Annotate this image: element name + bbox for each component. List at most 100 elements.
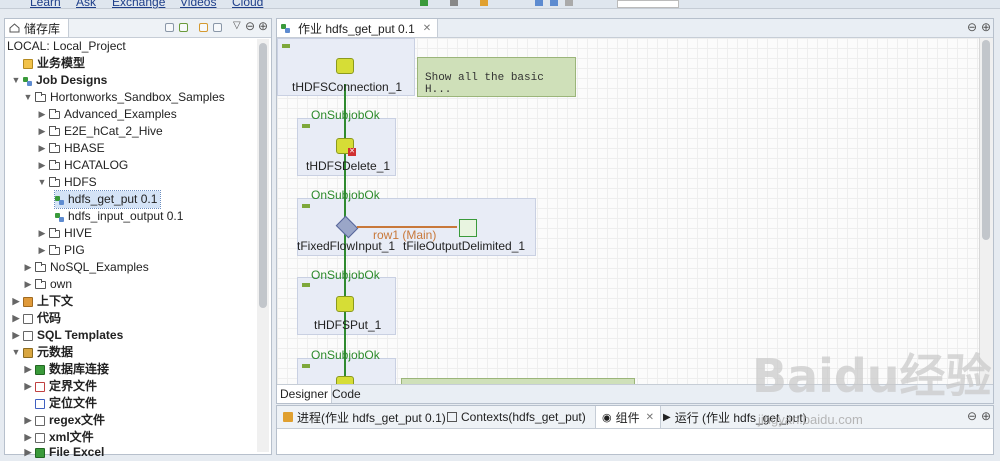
expand-arrow-icon[interactable]: ▼ [23,92,33,102]
maximize-icon[interactable]: ⊕ [258,19,269,33]
design-canvas[interactable]: Show all the basic H... ✕ row1 (Main) tH… [277,38,979,384]
tree-item-own[interactable]: ▶ own [23,276,72,293]
maximize-icon[interactable]: ⊕ [981,409,992,423]
collapse-icon[interactable] [165,23,174,32]
repository-scrollbar[interactable] [257,39,269,452]
link-icon[interactable] [213,23,222,32]
hdfs-put-icon[interactable] [336,296,354,312]
file-output-delimited-icon[interactable] [459,219,477,237]
tree-item-business-models[interactable]: 业务模型 [11,55,85,72]
next-component-icon[interactable] [336,376,354,384]
minimize-icon[interactable]: ⊖ [245,19,256,33]
expand-arrow-icon[interactable]: ▼ [37,177,47,187]
tree-item-hdfs-input-output[interactable]: hdfs_input_output 0.1 [55,208,183,225]
tree-item-regex-files[interactable]: ▶ regex文件 [23,412,106,429]
tool-icon[interactable] [450,0,458,6]
videos-link[interactable]: Videos [180,0,217,9]
tree-item-sql-templates[interactable]: ▶ SQL Templates [11,327,124,344]
tree-item-hbase[interactable]: ▶ HBASE [37,140,105,157]
component-label[interactable]: tHDFSConnection_1 [292,80,403,94]
collapse-arrow-icon[interactable]: ▶ [24,279,32,289]
trigger-label[interactable]: OnSubjobOk [311,188,380,202]
tree-item-nosql-examples[interactable]: ▶ NoSQL_Examples [23,259,149,276]
tree-item-code[interactable]: ▶ 代码 [11,310,61,327]
component-label[interactable]: tHDFSPut_1 [314,318,382,332]
run-icon[interactable] [420,0,428,6]
collapse-arrow-icon[interactable]: ▶ [12,330,20,340]
tree-item-hdfs[interactable]: ▼ HDFS [37,174,97,191]
hdfs-connection-icon[interactable] [336,58,354,74]
canvas-scrollbar[interactable] [979,38,993,384]
tab-run[interactable]: ▶ 运行 (作业 hdfs_get_put) [657,406,813,428]
expand-arrow-icon[interactable]: ▼ [11,75,21,85]
scrollbar-thumb[interactable] [982,40,990,240]
tree-label: SQL Templates [37,328,124,342]
learn-link[interactable]: Learn [30,0,61,9]
collapse-arrow-icon[interactable]: ▶ [24,447,32,457]
note-2[interactable] [401,378,635,384]
component-label[interactable]: tFileOutputDelimited_1 [403,239,526,253]
tree-item-hive[interactable]: ▶ HIVE [37,225,92,242]
view-menu-icon[interactable]: ▽ [233,20,241,31]
tree-item-pig[interactable]: ▶ PIG [37,242,85,259]
trigger-label[interactable]: OnSubjobOk [311,348,380,362]
subjob-marker [282,44,290,48]
tree-item-hcatalog[interactable]: ▶ HCATALOG [37,157,129,174]
collapse-arrow-icon[interactable]: ▶ [12,296,20,306]
repository-header: 储存库 ▽ ⊖ ⊕ [5,19,271,38]
trigger-label[interactable]: OnSubjobOk [311,268,380,282]
expand-arrow-icon[interactable]: ▼ [11,347,21,357]
trigger-label[interactable]: OnSubjobOk [311,108,380,122]
edit-icon[interactable] [480,0,488,6]
tree-item-delimited-files[interactable]: ▶ 定界文件 [23,378,97,395]
tree-item-hdfs-get-put[interactable]: hdfs_get_put 0.1 [53,190,162,209]
search-input[interactable] [617,0,679,8]
collapse-arrow-icon[interactable]: ▶ [38,143,46,153]
nav-icon[interactable] [565,0,573,6]
ask-link[interactable]: Ask [76,0,97,9]
exchange-link[interactable]: Exchange [112,0,166,9]
scrollbar-thumb[interactable] [259,43,267,308]
tab-process[interactable]: 进程(作业 hdfs_get_put 0.1) [277,406,452,428]
collapse-arrow-icon[interactable]: ▶ [38,109,46,119]
row-connection-line[interactable] [357,226,457,228]
collapse-arrow-icon[interactable]: ▶ [24,262,32,272]
tree-item-hortonworks-samples[interactable]: ▼ Hortonworks_Sandbox_Samples [23,89,225,106]
collapse-arrow-icon[interactable]: ▶ [24,415,32,425]
job-editor-tab[interactable]: 作业 hdfs_get_put 0.1 ✕ [277,19,439,37]
save-icon[interactable] [535,0,543,6]
tree-item-metadata[interactable]: ▼ 元数据 [11,344,73,361]
collapse-arrow-icon[interactable]: ▶ [24,364,32,374]
tree-item-job-designs[interactable]: ▼ Job Designs [11,72,108,89]
maximize-icon[interactable]: ⊕ [981,20,992,34]
filter-icon[interactable] [179,23,188,32]
export-icon[interactable] [550,0,558,6]
close-icon[interactable]: ✕ [645,411,655,423]
tree-item-advanced-examples[interactable]: ▶ Advanced_Examples [37,106,177,123]
tab-components[interactable]: ◉ 组件 ✕ [595,406,662,428]
note[interactable]: Show all the basic H... [417,57,576,97]
collapse-arrow-icon[interactable]: ▶ [38,228,46,238]
tree-item-positional-files[interactable]: 定位文件 [35,395,97,412]
tree-item-db-connections[interactable]: ▶ 数据库连接 [23,361,109,378]
minimize-icon[interactable]: ⊖ [967,409,978,423]
close-icon[interactable]: ✕ [422,22,432,34]
collapse-arrow-icon[interactable]: ▶ [24,381,32,391]
tab-designer[interactable]: Designer [277,385,333,403]
cloud-link[interactable]: Cloud [232,0,264,9]
collapse-arrow-icon[interactable]: ▶ [38,126,46,136]
collapse-arrow-icon[interactable]: ▶ [24,432,32,442]
tree-item-xml-files[interactable]: ▶ xml文件 [23,429,94,446]
tree-item-e2e-hcat-hive[interactable]: ▶ E2E_hCat_2_Hive [37,123,163,140]
minimize-icon[interactable]: ⊖ [967,20,978,34]
tab-code[interactable]: Code [332,387,361,401]
collapse-arrow-icon[interactable]: ▶ [12,313,20,323]
refresh-icon[interactable] [199,23,208,32]
component-label[interactable]: tFixedFlowInput_1 [297,239,396,253]
repository-tab[interactable]: 储存库 [5,19,70,37]
tab-contexts[interactable]: Contexts(hdfs_get_put) [441,406,592,428]
collapse-arrow-icon[interactable]: ▶ [38,245,46,255]
component-label[interactable]: tHDFSDelete_1 [306,159,391,173]
collapse-arrow-icon[interactable]: ▶ [38,160,46,170]
tree-item-contexts[interactable]: ▶ 上下文 [11,293,73,310]
